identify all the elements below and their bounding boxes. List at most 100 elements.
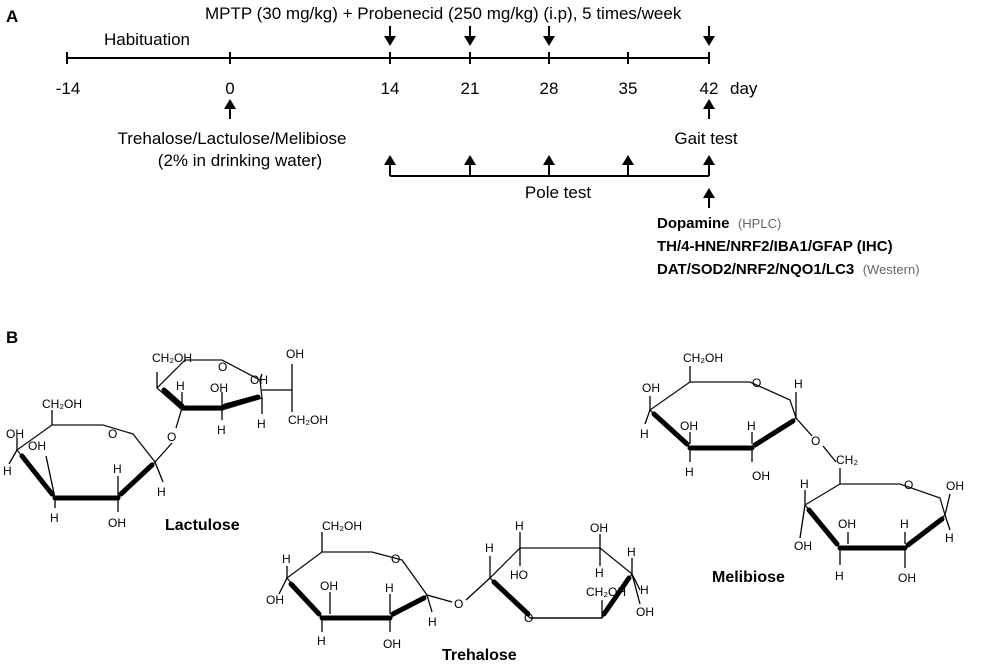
atom-label: OH bbox=[636, 605, 654, 619]
ring-front-bond bbox=[118, 462, 155, 497]
atom-label: OH bbox=[210, 381, 228, 395]
day-unit-label: day bbox=[730, 79, 758, 98]
atom-label: OH bbox=[250, 373, 268, 387]
tick-label: 42 bbox=[700, 79, 719, 98]
outcome-main: DAT/SOD2/NRF2/NQO1/LC3 bbox=[657, 261, 854, 278]
injection-arrow-down bbox=[464, 26, 476, 46]
pole-test-arrow-up bbox=[384, 155, 396, 176]
atom-label: H bbox=[595, 566, 604, 580]
atom-label: O bbox=[524, 611, 533, 625]
atom-label: H bbox=[176, 379, 185, 393]
atom-label: CH₂OH bbox=[288, 413, 328, 427]
atom-label: CH₂OH bbox=[42, 397, 82, 411]
pole-test-label: Pole test bbox=[525, 183, 591, 202]
ring-front-bond bbox=[161, 387, 185, 409]
panel-b-label: B bbox=[6, 328, 18, 347]
atom-label: CH₂OH bbox=[683, 351, 723, 365]
treatment-start-arrow-up bbox=[224, 99, 236, 119]
tick-label: 0 bbox=[225, 79, 234, 98]
atom-label: H bbox=[515, 519, 524, 533]
melibiose-label: Melibiose bbox=[712, 569, 785, 586]
pole-test-arrow-up bbox=[703, 155, 715, 176]
atom-label: H bbox=[485, 541, 494, 555]
atom-label: H bbox=[945, 531, 954, 545]
tick-label: 21 bbox=[461, 79, 480, 98]
atom-label: OH bbox=[266, 593, 284, 607]
tick-label: 14 bbox=[381, 79, 400, 98]
ring-front-bond bbox=[806, 507, 840, 547]
atom-label: O bbox=[218, 360, 227, 374]
injection-arrow-down bbox=[543, 26, 555, 46]
gait-test-label: Gait test bbox=[674, 129, 738, 148]
atom-label: OH bbox=[680, 419, 698, 433]
tick-label: 28 bbox=[540, 79, 559, 98]
atom-label: H bbox=[217, 423, 226, 437]
injection-arrow-down bbox=[384, 26, 396, 46]
atom-label: O bbox=[904, 478, 913, 492]
atom-label: O bbox=[167, 430, 176, 444]
atom-label: O bbox=[108, 427, 117, 441]
atom-label: H bbox=[747, 419, 756, 433]
atom-label: OH bbox=[6, 427, 24, 441]
atom-label: CH₂OH bbox=[586, 585, 626, 599]
treatment-label-line2: (2% in drinking water) bbox=[158, 151, 322, 170]
panel-a: A MPTP (30 mg/kg) + Probenecid (250 mg/k… bbox=[6, 4, 920, 278]
atom-label: CH₂ bbox=[836, 453, 858, 467]
panel-b: B O CH₂OH OH H H OH OH H H O bbox=[3, 328, 964, 664]
lactulose-structure: O CH₂OH OH H H OH OH H H O O bbox=[3, 347, 328, 530]
atom-label: H bbox=[113, 462, 122, 476]
panel-a-label: A bbox=[6, 7, 18, 26]
atom-label: H bbox=[835, 569, 844, 583]
atom-label: H bbox=[627, 545, 636, 559]
melibiose-structure: O CH₂OH OH H H OH OH H H O CH₂ bbox=[640, 351, 964, 585]
atom-label: O bbox=[752, 376, 761, 390]
lactulose-label: Lactulose bbox=[165, 517, 240, 534]
atom-label: O bbox=[454, 597, 463, 611]
atom-label: CH₂OH bbox=[152, 351, 192, 365]
atom-label: H bbox=[282, 552, 291, 566]
atom-label: H bbox=[50, 511, 59, 525]
pole-test-arrow-up bbox=[622, 155, 634, 176]
pyranose-ring bbox=[649, 381, 797, 449]
atom-label: O bbox=[391, 552, 400, 566]
trehalose-label: Trehalose bbox=[442, 647, 517, 664]
outcome-method: (HPLC) bbox=[738, 216, 781, 231]
ring-front-bond bbox=[491, 579, 531, 617]
atom-label: H bbox=[257, 417, 266, 431]
ring-front-bond bbox=[390, 595, 427, 617]
ring-front-bond bbox=[752, 418, 796, 448]
trehalose-structure: O CH₂OH H OH H OH OH H H O O bbox=[266, 519, 654, 651]
atom-label: H bbox=[794, 377, 803, 391]
pyranose-ring bbox=[16, 424, 156, 499]
ring-front-bond bbox=[19, 453, 55, 497]
atom-label: OH bbox=[752, 469, 770, 483]
atom-label: CH₂OH bbox=[322, 519, 362, 533]
atom-label: H bbox=[317, 634, 326, 648]
atom-label: H bbox=[640, 583, 649, 597]
ring-front-bond bbox=[222, 394, 261, 409]
atom-label: OH bbox=[108, 516, 126, 530]
atom-label: O bbox=[811, 434, 820, 448]
ring-front-bond bbox=[288, 581, 322, 617]
tick-label: -14 bbox=[56, 79, 81, 98]
atom-label: OH bbox=[838, 517, 856, 531]
atom-label: OH bbox=[946, 479, 964, 493]
treatment-label-line1: Trehalose/Lactulose/Melibiose bbox=[118, 129, 347, 148]
outcome-method: (Western) bbox=[863, 262, 920, 277]
atom-label: OH bbox=[642, 381, 660, 395]
outcome-line-dopamine: Dopamine (HPLC) bbox=[657, 215, 781, 232]
atom-label: OH bbox=[898, 571, 916, 585]
pyranose-ring bbox=[804, 483, 946, 549]
atom-label: HO bbox=[510, 568, 528, 582]
ring-front-bond bbox=[651, 411, 690, 447]
pole-test-arrow-up bbox=[543, 155, 555, 176]
endpoint-arrow-up bbox=[703, 188, 715, 208]
atom-label: H bbox=[3, 464, 12, 478]
atom-label: OH bbox=[28, 439, 46, 453]
injection-arrow-down bbox=[703, 26, 715, 46]
treatment-header: MPTP (30 mg/kg) + Probenecid (250 mg/kg)… bbox=[205, 4, 682, 23]
atom-label: OH bbox=[320, 579, 338, 593]
ring-front-bond bbox=[601, 575, 632, 617]
atom-label: H bbox=[385, 581, 394, 595]
